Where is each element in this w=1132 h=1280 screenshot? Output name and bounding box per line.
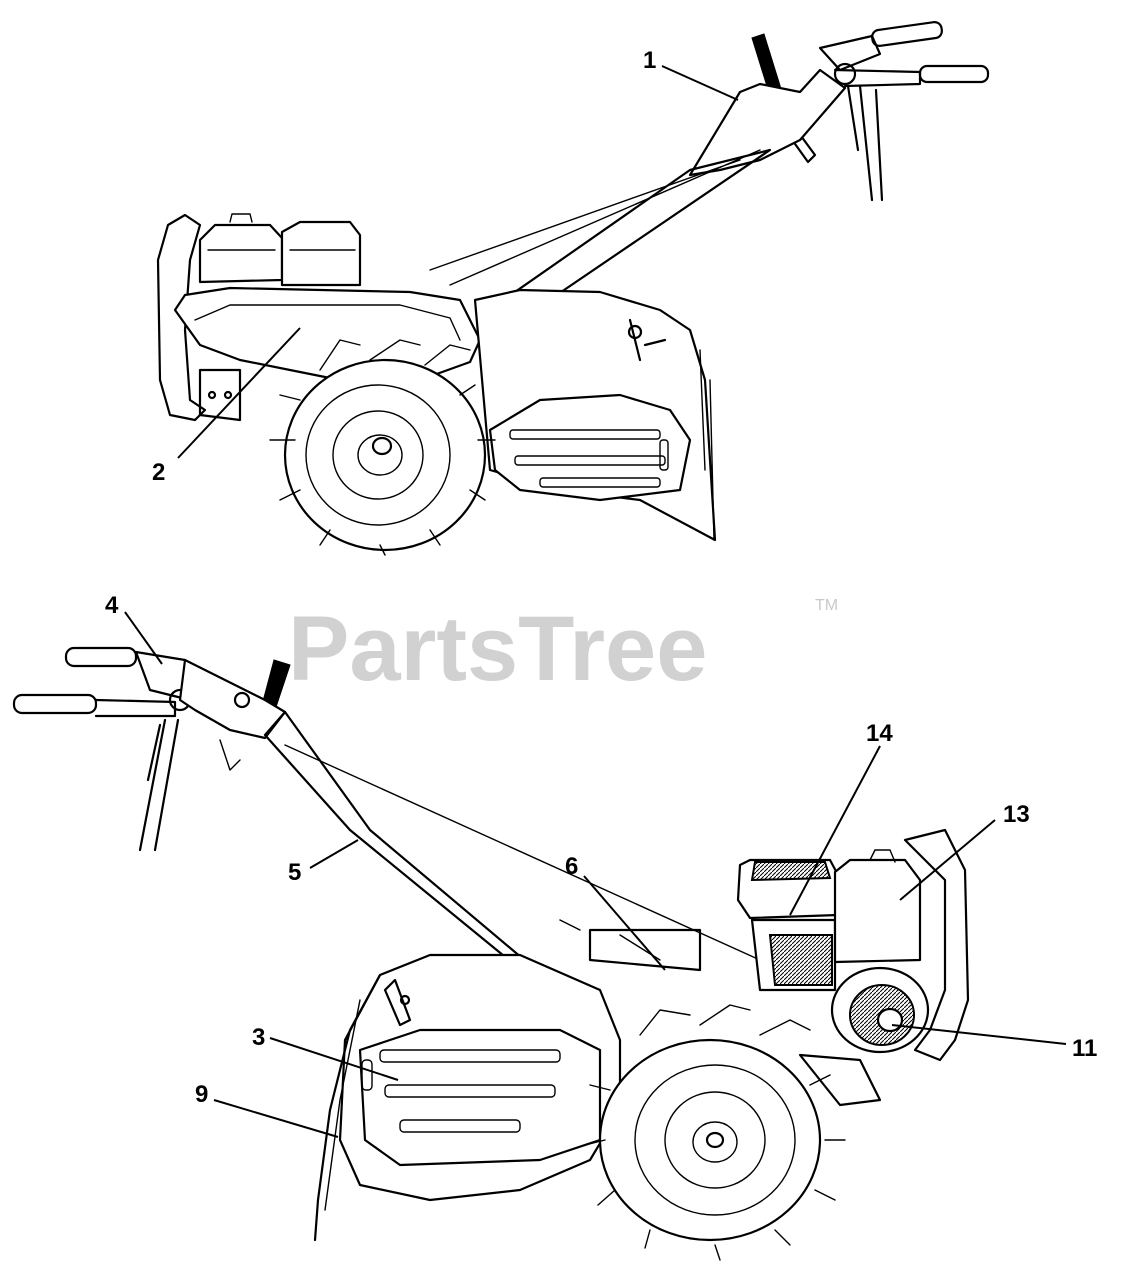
handle-console (688, 68, 847, 177)
callout-6: 6 (565, 853, 666, 971)
watermark-trademark: TM (815, 597, 838, 614)
handle-grips-bottom (12, 646, 207, 852)
callout-5: 5 (288, 839, 359, 886)
callout-number: 13 (1003, 801, 1030, 828)
callout-number: 3 (252, 1024, 265, 1051)
callout-9: 9 (195, 1081, 339, 1138)
fender-top (173, 286, 482, 382)
callout-1: 1 (643, 47, 739, 101)
callout-2: 2 (152, 327, 301, 486)
callout-number: 1 (643, 47, 656, 74)
handle-console-bottom (178, 658, 287, 740)
callout-4: 4 (105, 592, 163, 665)
callout-11: 11 (891, 1024, 1097, 1062)
tine-shield-panels (488, 393, 692, 502)
callout-number: 4 (105, 592, 119, 619)
handle-grips-top (818, 21, 990, 202)
tiller-bottom-view (12, 646, 970, 1261)
front-bumper-bottom (903, 828, 970, 1062)
callout-14: 14 (789, 720, 893, 916)
tine-shield-panels-bottom (358, 1028, 602, 1167)
callout-number: 14 (866, 720, 893, 747)
callout-3: 3 (252, 1024, 399, 1081)
callout-13: 13 (899, 801, 1030, 901)
callout-number: 9 (195, 1081, 208, 1108)
engine-top (198, 213, 362, 287)
callout-number: 2 (152, 459, 165, 486)
wheel-bottom (584, 1004, 846, 1261)
engine-bottom (736, 849, 930, 1054)
watermark: PartsTree (288, 598, 707, 700)
tiller-top-view (156, 21, 990, 556)
callout-number: 6 (565, 853, 578, 880)
wheel-top (269, 339, 496, 556)
callout-number: 5 (288, 859, 301, 886)
callout-number: 11 (1072, 1035, 1097, 1062)
